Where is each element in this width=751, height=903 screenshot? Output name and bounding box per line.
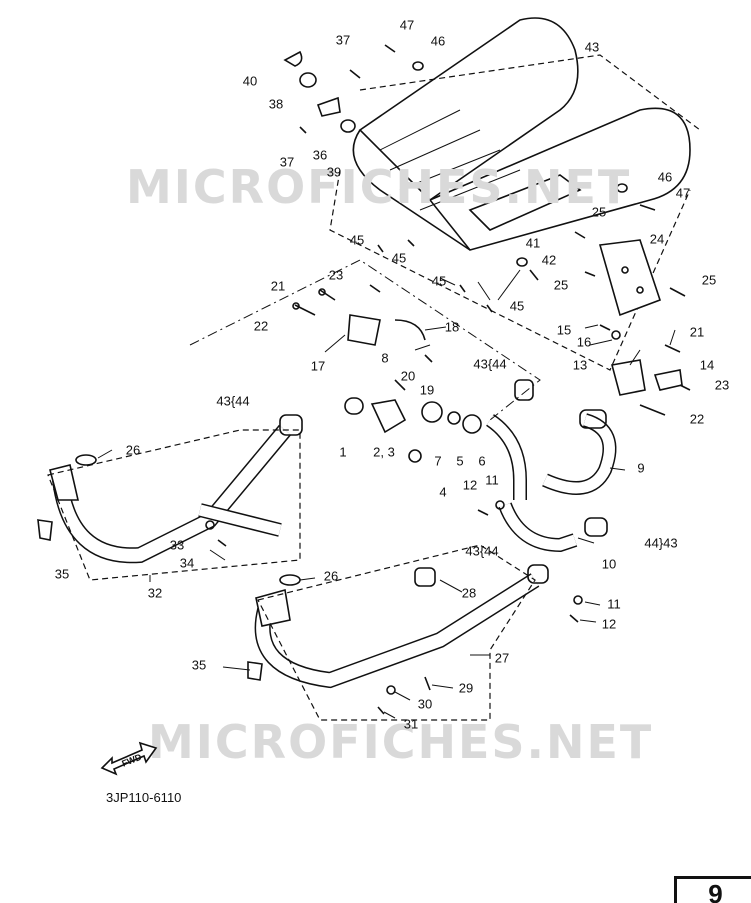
callout-23a: 23 — [328, 267, 344, 283]
callout-39: 39 — [326, 164, 342, 180]
callout-42: 42 — [541, 252, 557, 268]
callout-44-43d: 44}43 — [644, 535, 678, 551]
callout-11b: 11 — [607, 596, 621, 612]
callout-21a: 21 — [270, 278, 286, 294]
bracket-24 — [598, 239, 662, 317]
callout-6: 6 — [478, 453, 486, 469]
callout-43-44b: 43{44 — [216, 393, 250, 409]
page-number: 9 — [674, 876, 751, 903]
callout-34: 34 — [179, 555, 195, 571]
callout-47b: 47 — [675, 185, 691, 201]
callout-43-44c: 43{44 — [465, 543, 499, 559]
callout-37a: 37 — [335, 32, 351, 48]
callout-45c: 45 — [431, 273, 447, 289]
callout-32: 32 — [147, 585, 163, 601]
callout-29: 29 — [458, 680, 474, 696]
callout-24: 24 — [649, 231, 665, 247]
callout-16: 16 — [576, 334, 592, 350]
callout-13: 13 — [572, 357, 588, 373]
callout-26a: 26 — [125, 442, 141, 458]
exhaust-pipe-left-32 — [37, 414, 303, 581]
callout-21b: 21 — [689, 324, 705, 340]
watermark-bottom: MICROFICHES.NET — [148, 715, 654, 769]
callout-10: 10 — [601, 556, 617, 572]
callout-41: 41 — [525, 235, 541, 251]
callout-12a: 12 — [462, 477, 478, 493]
exhaust-pipe-right-27 — [247, 544, 549, 721]
callout-43-44a: 43{44 — [473, 356, 507, 372]
callout-5: 5 — [456, 453, 464, 469]
callout-30: 30 — [417, 696, 433, 712]
center-pipe-assembly — [344, 314, 617, 553]
muffler-assembly-43 — [329, 17, 701, 371]
callout-22b: 22 — [689, 411, 705, 427]
bracket-14 — [611, 359, 683, 396]
callout-28: 28 — [461, 585, 477, 601]
callout-37b: 37 — [279, 154, 295, 170]
callout-40: 40 — [242, 73, 258, 89]
callout-22a: 22 — [253, 318, 269, 334]
callout-9: 9 — [637, 460, 645, 476]
callout-45b: 45 — [391, 250, 407, 266]
callout-1: 1 — [339, 444, 347, 460]
callout-8: 8 — [381, 350, 389, 366]
callout-43a: 43 — [584, 39, 600, 55]
leader-lines — [97, 269, 676, 719]
fwd-arrow-icon: FWD — [100, 738, 160, 783]
callout-25a: 25 — [591, 204, 607, 220]
callout-20: 20 — [400, 368, 416, 384]
callout-47a: 47 — [399, 17, 415, 33]
callout-18: 18 — [444, 319, 460, 335]
callout-45d: 45 — [509, 298, 525, 314]
callout-4: 4 — [439, 484, 447, 500]
group-outline — [189, 259, 541, 421]
callout-15: 15 — [556, 322, 572, 338]
callout-7: 7 — [434, 453, 442, 469]
callout-2-3: 2, 3 — [373, 444, 395, 460]
callout-27: 27 — [494, 650, 510, 666]
callout-36: 36 — [312, 147, 328, 163]
callout-31: 31 — [403, 716, 419, 732]
callout-46a: 46 — [430, 33, 446, 49]
callout-25b: 25 — [553, 277, 569, 293]
callout-26b: 26 — [323, 568, 339, 584]
fwd-label: FWD — [120, 752, 143, 769]
callout-23b: 23 — [714, 377, 730, 393]
callout-19: 19 — [419, 382, 435, 398]
callout-12b: 12 — [601, 616, 617, 632]
callout-17: 17 — [310, 358, 326, 374]
callout-35b: 35 — [191, 657, 207, 673]
callout-33: 33 — [169, 537, 185, 553]
watermark-top: MICROFICHES.NET — [126, 160, 632, 214]
callout-35a: 35 — [54, 566, 70, 582]
callout-46b: 46 — [657, 169, 673, 185]
callout-45a: 45 — [349, 232, 365, 248]
bolts-and-nuts — [205, 44, 691, 715]
callout-38: 38 — [268, 96, 284, 112]
diagram-code: 3JP110-6110 — [106, 790, 182, 805]
callout-25c: 25 — [701, 272, 717, 288]
callout-11a: 11 — [485, 472, 499, 488]
callout-14: 14 — [699, 357, 715, 373]
